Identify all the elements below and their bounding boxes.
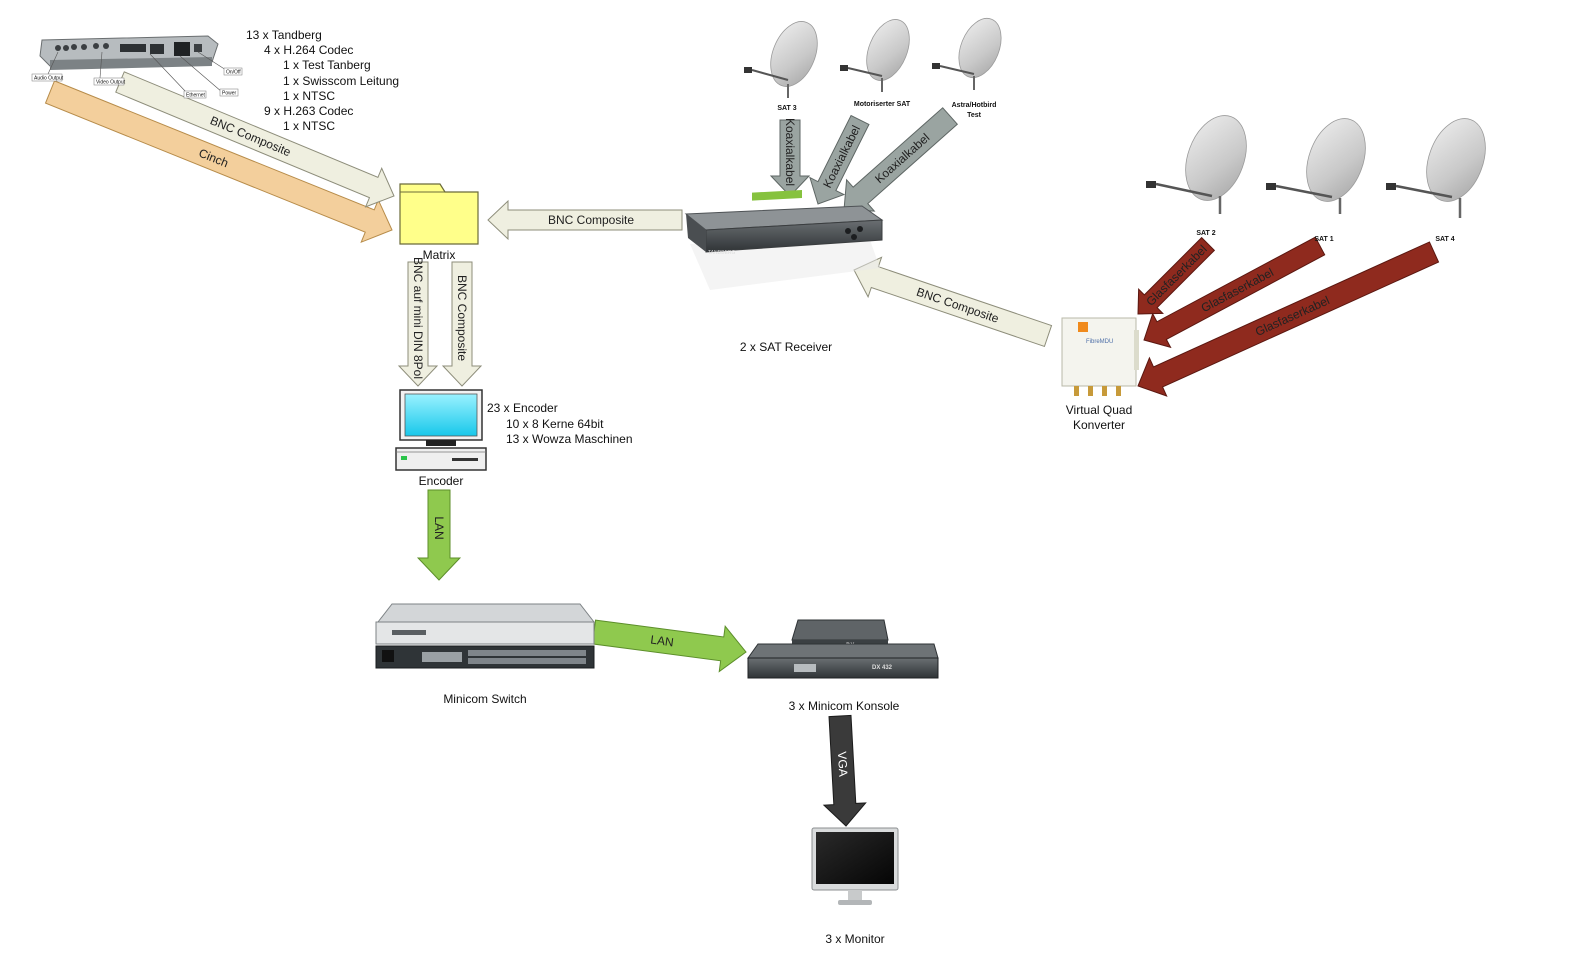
callout-on-off: On/Off xyxy=(226,70,241,76)
arrow-lan-right-label: LAN xyxy=(650,632,675,649)
dish-test-label: Test xyxy=(967,112,982,119)
arrow-koax-1-label: Koaxialkabel xyxy=(783,118,797,186)
quad-converter: FibreMDU Virtual Quad Konverter xyxy=(1061,317,1139,432)
sat-receiver-brand: TANDBERG xyxy=(708,250,736,256)
dish-astra-hotbird-label: Astra/Hotbird xyxy=(952,102,997,109)
tandberg-callouts: Audio Output Video Output Ethernet Power… xyxy=(31,51,243,99)
arrow-bnc-composite-down: BNC Composite xyxy=(441,261,483,387)
tandberg-spec-test: 1 x Test Tanberg xyxy=(283,58,371,72)
dish-sat-3-label: SAT 3 xyxy=(777,105,796,112)
callout-audio-output: Audio Output xyxy=(34,76,64,82)
minicom-konsole: DX DX 432 3 x Minicom Konsole xyxy=(747,619,939,713)
arrow-vga-shape xyxy=(822,714,867,827)
quad-converter-label-line1: Virtual Quad xyxy=(1066,403,1133,417)
callout-ethernet: Ethernet xyxy=(186,93,206,99)
arrow-lan-right: LAN xyxy=(591,619,747,673)
sat-receiver-label: 2 x SAT Receiver xyxy=(740,340,832,354)
arrow-fiber-2-label: Glasfaserkabel xyxy=(1199,265,1276,315)
tandberg-spec-list: 13 x Tandberg 4 x H.264 Codec 1 x Test T… xyxy=(246,28,399,133)
tandberg-spec-ntsc-2: 1 x NTSC xyxy=(283,119,335,133)
dish-sat-1: SAT 1 xyxy=(1266,118,1366,243)
arrow-bnc-composite-tandberg-shape xyxy=(115,71,395,208)
tandberg-ports xyxy=(55,42,202,56)
tandberg-device: Audio Output Video Output Ethernet Power… xyxy=(31,35,243,99)
quad-converter-product-name: FibreMDU xyxy=(1086,339,1113,345)
dish-sat-3: SAT 3 xyxy=(744,21,818,112)
quad-converter-label-line2: Konverter xyxy=(1073,418,1125,432)
tandberg-spec-h264: 4 x H.264 Codec xyxy=(264,43,353,57)
arrow-cinch-shape xyxy=(44,80,393,244)
dish-sat-2: SAT 2 xyxy=(1146,115,1247,237)
arrow-vga-label: VGA xyxy=(835,751,850,777)
dish-astra-hotbird: Astra/Hotbird Test xyxy=(932,17,1002,119)
callout-video-output: Video Output xyxy=(96,80,126,86)
arrow-koax-2-label: Koaxialkabel xyxy=(820,123,863,190)
arrow-bnc-composite-receiver: BNC Composite xyxy=(487,199,683,241)
arrow-bnc-mini-din-label: BNC auf mini DIN 8Pol xyxy=(411,257,425,379)
callout-power: Power xyxy=(222,91,237,97)
monitor-device: 3 x Monitor xyxy=(811,827,899,946)
dish-motoriserter-sat: Motoriserter SAT xyxy=(840,19,911,108)
encoder-spec-cores: 10 x 8 Kerne 64bit xyxy=(506,417,604,431)
arrow-bnc-composite-receiver-shape xyxy=(487,199,683,241)
encoder-label: Encoder xyxy=(419,474,464,488)
encoder-computer: Encoder xyxy=(395,389,487,488)
encoder-spec-wowza: 13 x Wowza Maschinen xyxy=(506,432,633,446)
sat-receiver: TANDBERG 2 x SAT Receiver xyxy=(684,189,884,354)
arrow-bnc-mini-din: BNC auf mini DIN 8Pol xyxy=(397,257,439,387)
arrow-fiber-2-shape xyxy=(1143,236,1326,349)
arrow-lan-right-shape xyxy=(591,619,747,673)
arrow-koax-2-shape xyxy=(809,114,870,205)
matrix-label: Matrix xyxy=(423,248,456,262)
minicom-switch: Minicom Switch xyxy=(375,603,596,706)
arrow-lan-down-label: LAN xyxy=(432,516,446,539)
arrow-koax-3-shape xyxy=(843,107,959,212)
tandberg-spec-ntsc-1: 1 x NTSC xyxy=(283,89,335,103)
arrow-koax-1-shape xyxy=(769,119,811,197)
encoder-spec-total: 23 x Encoder xyxy=(487,401,558,415)
minicom-konsole-label: 3 x Minicom Konsole xyxy=(789,699,900,713)
dish-sat-2-label: SAT 2 xyxy=(1196,230,1215,237)
arrow-cinch: Cinch xyxy=(44,80,393,244)
dish-sat-4-label: SAT 4 xyxy=(1435,236,1454,243)
arrow-koax-1: Koaxialkabel xyxy=(769,118,811,197)
matrix-folder: Matrix xyxy=(399,183,479,262)
arrow-koax-3-label: Koaxialkabel xyxy=(872,131,932,187)
tandberg-spec-total: 13 x Tandberg xyxy=(246,28,322,42)
monitor-label: 3 x Monitor xyxy=(825,932,884,946)
arrow-bnc-composite-receiver-label: BNC Composite xyxy=(548,213,634,227)
switch-ports xyxy=(422,650,586,664)
arrow-bnc-composite-down-label: BNC Composite xyxy=(455,275,469,361)
arrow-lan-down-shape xyxy=(416,489,462,581)
tandberg-spec-h263: 9 x H.263 Codec xyxy=(264,104,353,118)
minicom-switch-label: Minicom Switch xyxy=(443,692,526,706)
encoder-spec-list: 23 x Encoder 10 x 8 Kerne 64bit 13 x Wow… xyxy=(487,401,633,446)
arrow-bnc-composite-down-shape xyxy=(441,261,483,387)
dish-sat-1-label: SAT 1 xyxy=(1314,236,1333,243)
arrow-bnc-mini-din-shape xyxy=(397,261,439,387)
dish-motoriserter-sat-label: Motoriserter SAT xyxy=(854,101,911,108)
dish-sat-4: SAT 4 xyxy=(1386,118,1486,243)
arrow-lan-down: LAN xyxy=(416,489,462,581)
arrow-fiber-3-shape xyxy=(1137,241,1440,397)
arrow-fiber-1-shape xyxy=(1137,236,1216,315)
tandberg-spec-swisscom: 1 x Swisscom Leitung xyxy=(283,74,399,88)
konsole-model-bottom: DX 432 xyxy=(872,665,893,671)
arrow-vga: VGA xyxy=(822,714,867,827)
